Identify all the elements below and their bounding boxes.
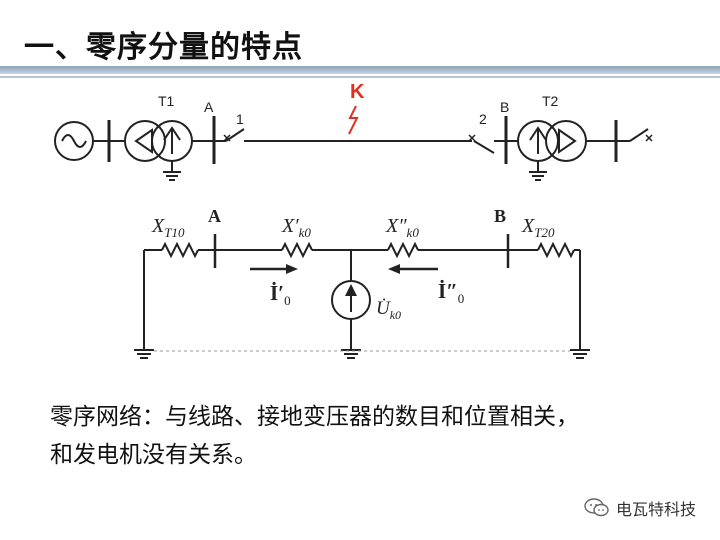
resistor-xk0p-icon <box>281 241 313 259</box>
watermark-text: 电瓦特科技 <box>615 500 696 519</box>
label-i0p-sub: 0 <box>284 293 291 308</box>
label-i0pp-sub: 0 <box>458 291 465 306</box>
label-xt20-main: X <box>521 215 535 237</box>
t1-wye-icon <box>163 126 181 154</box>
label-xk0p: X′k0 <box>281 215 311 240</box>
label-i0pp-main: İ″ <box>438 279 458 303</box>
t1-delta-icon <box>134 128 153 154</box>
resistor-xk0pp-icon <box>387 241 419 259</box>
ground-right-icon <box>570 349 590 359</box>
watermark: 电瓦特科技 <box>584 496 696 520</box>
ground-left-icon <box>134 349 154 359</box>
current-arrow-left-head <box>286 264 298 274</box>
generator-wave <box>61 134 87 148</box>
header-divider <box>0 76 720 78</box>
t1-label: T1 <box>158 93 175 109</box>
page-title: 一、零序分量的特点 <box>24 30 303 65</box>
t2-wye-icon <box>529 126 547 154</box>
ground-mid-icon <box>341 349 361 359</box>
breaker-2-x <box>468 134 476 142</box>
label-uk0-main: U̇ <box>376 297 391 319</box>
bus-a-label-top: A <box>204 99 214 115</box>
label-xt20-sub: T20 <box>534 225 555 240</box>
resistor-xt10-icon <box>161 241 199 259</box>
label-uk0: U̇k0 <box>376 297 401 322</box>
t2-label: T2 <box>542 93 559 109</box>
t1-winding-1 <box>124 120 166 162</box>
label-xk0p-main: X′ <box>281 215 299 237</box>
breaker-2-label: 2 <box>479 111 487 127</box>
label-xt10-main: X <box>151 215 165 237</box>
t2-out-x <box>645 134 653 142</box>
label-xk0pp-main: X″ <box>385 215 407 237</box>
bus-b-label-top: B <box>500 99 509 115</box>
breaker-1-label: 1 <box>236 111 244 127</box>
label-xk0pp-sub: k0 <box>407 225 420 240</box>
label-xk0p-sub: k0 <box>299 225 312 240</box>
single-line-diagram <box>54 105 653 181</box>
label-xk0pp: X″k0 <box>385 215 419 240</box>
t2-winding-2 <box>545 120 587 162</box>
current-arrow-right-head <box>388 264 400 274</box>
label-uk0-sub: k0 <box>390 308 401 322</box>
breaker-2-switch <box>473 140 495 154</box>
header-bar <box>0 66 720 74</box>
label-xt10-sub: T10 <box>164 225 185 240</box>
label-bus-a: A <box>208 206 221 226</box>
source-arrowhead <box>345 284 357 296</box>
t2-delta-icon <box>558 128 577 154</box>
breaker-1-x <box>223 134 231 142</box>
label-xt20: XT20 <box>521 215 555 240</box>
description: 零序网络：与线路、接地变压器的数目和位置相关， 和发电机没有关系。 <box>50 398 579 474</box>
wechat-icon <box>584 498 609 517</box>
label-i0pp: İ″0 <box>438 279 464 306</box>
label-i0p-main: İ′ <box>270 281 284 305</box>
label-i0p: İ′0 <box>270 281 291 308</box>
label-bus-b: B <box>494 206 506 226</box>
description-line-1: 零序网络：与线路、接地变压器的数目和位置相关， <box>50 404 579 430</box>
fault-label: K <box>350 81 365 103</box>
resistor-xt20-icon <box>537 241 575 259</box>
zero-sequence-network <box>134 234 590 359</box>
t2-out-switch <box>629 128 649 142</box>
label-xt10: XT10 <box>151 215 185 240</box>
fault-lightning-icon <box>348 105 359 135</box>
description-line-2: 和发电机没有关系。 <box>50 442 257 468</box>
